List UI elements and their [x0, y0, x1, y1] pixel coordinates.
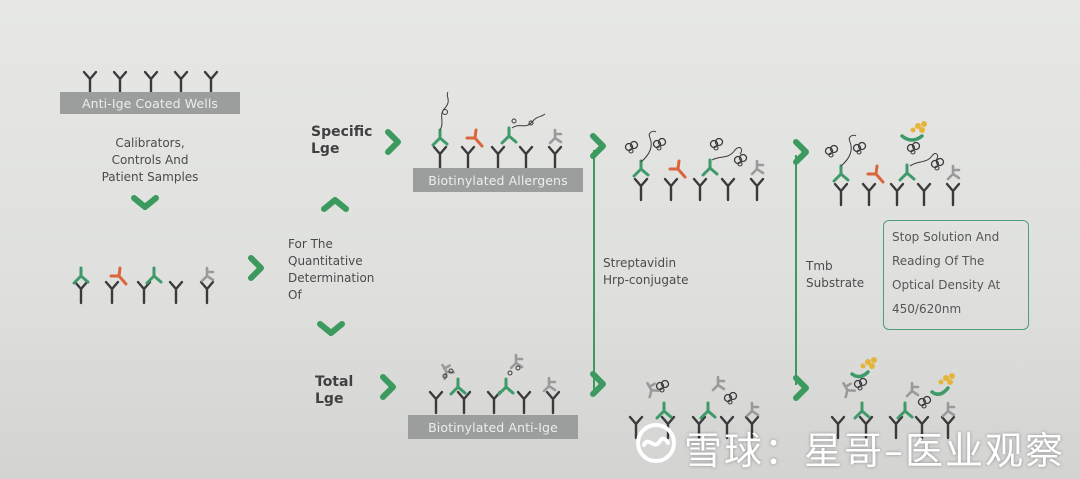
streptavidin-line-1: Streptavidin: [603, 256, 677, 270]
streptavidin-connector-line: [593, 150, 595, 390]
specific-ige-antibodies: [431, 91, 563, 170]
tmb-connector-line: [795, 155, 797, 385]
stop-line-4: 450/620nm: [892, 302, 962, 316]
specific-line-1: Specific: [311, 124, 373, 140]
xueqiu-logo-icon: [636, 423, 676, 463]
total-line-1: Total: [315, 374, 354, 390]
streptavidin-line-2: Hrp-conjugate: [603, 273, 689, 287]
samples-line-3: Patient Samples: [101, 170, 199, 184]
stop-line-2: Reading Of The: [892, 254, 985, 268]
specific-line-2: Lge: [311, 141, 340, 157]
determination-text: For The Quantitative Determination Of: [288, 236, 374, 304]
anti-ige-coated-wells-bar: Anti-Ige Coated Wells: [60, 92, 240, 114]
samples-description: Calibrators, Controls And Patient Sample…: [60, 135, 240, 186]
specific-ige-label: Specific Lge: [311, 124, 372, 158]
determination-line-4: Of: [288, 288, 302, 302]
stop-line-1: Stop Solution And: [892, 230, 1000, 244]
watermark-text: 雪球：星哥–医业观察: [684, 429, 1066, 473]
tmb-total-antibodies: [830, 357, 956, 440]
determination-line-3: Determination: [288, 271, 375, 285]
tmb-specific-antibodies: [824, 121, 961, 207]
stop-line-3: Optical Density At: [892, 278, 1001, 292]
total-ige-label: Total Lge: [315, 374, 353, 408]
determination-line-1: For The: [288, 237, 333, 251]
total-ige-antibodies: [428, 353, 561, 415]
samples-line-2: Controls And: [111, 153, 189, 167]
stop-solution-box: Stop Solution And Reading Of The Optical…: [883, 220, 1029, 330]
tmb-line-1: Tmb: [806, 259, 833, 273]
biotinylated-anti-ige-label: Biotinylated Anti-Ige: [428, 419, 558, 435]
anti-ige-coated-wells-label: Anti-Ige Coated Wells: [81, 95, 219, 111]
biotinylated-allergens-bar: Biotinylated Allergens: [413, 168, 583, 192]
biotinylated-anti-ige-bar: Biotinylated Anti-Ige: [408, 415, 578, 439]
samples-line-1: Calibrators,: [115, 136, 185, 150]
biotinylated-allergens-label: Biotinylated Allergens: [428, 172, 568, 188]
tmb-substrate-text: Tmb Substrate: [806, 258, 864, 292]
total-line-2: Lge: [315, 391, 344, 407]
determination-line-2: Quantitative: [288, 254, 363, 268]
tmb-line-2: Substrate: [806, 276, 865, 290]
streptavidin-text: Streptavidin Hrp-conjugate: [603, 255, 688, 289]
streptavidin-specific-antibodies: [624, 130, 765, 202]
